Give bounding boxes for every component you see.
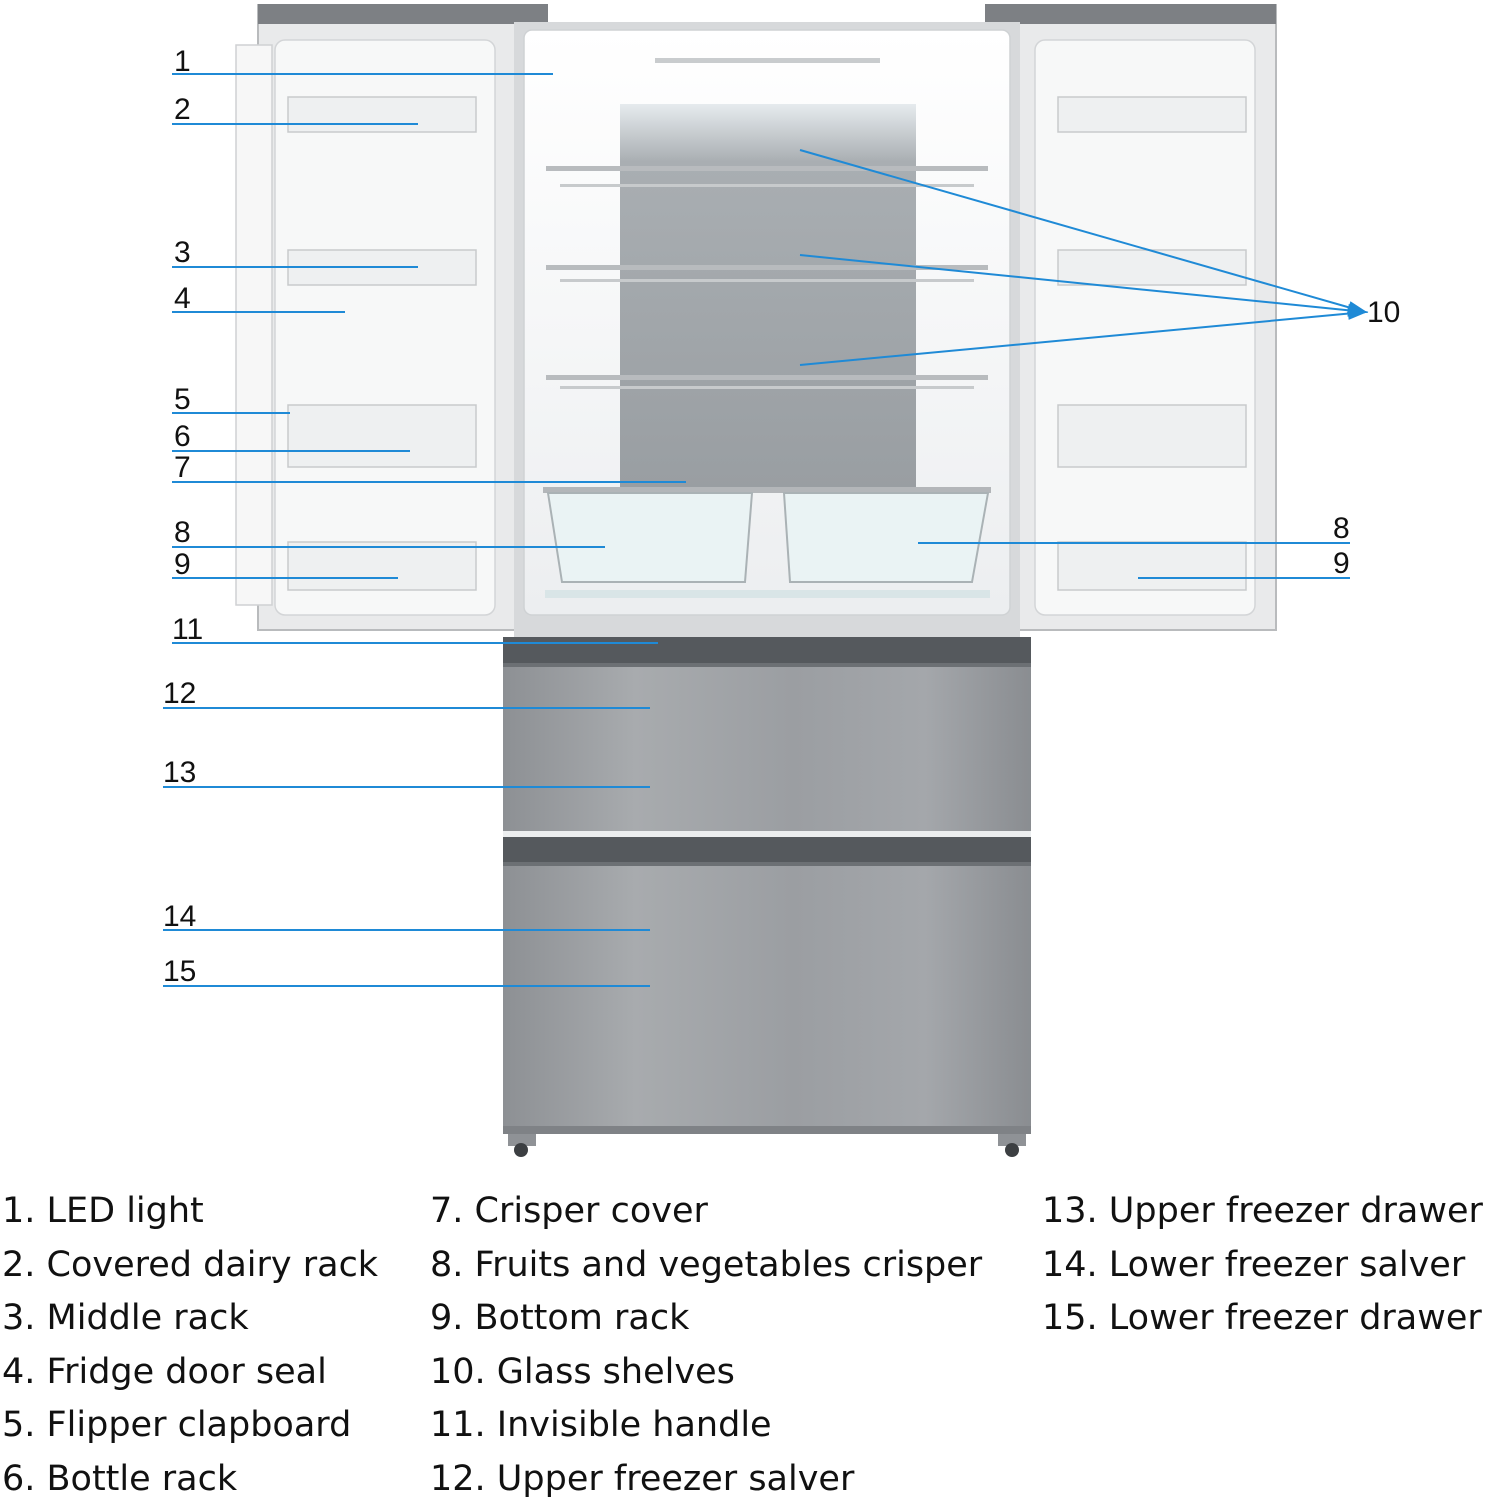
fridge-compartment <box>514 22 1020 637</box>
callout-15: 15 <box>163 955 197 988</box>
callout-12: 12 <box>163 677 197 710</box>
leader-10a <box>799 149 1366 313</box>
crisper-left <box>546 492 754 583</box>
legend-item: 4. Fridge door seal <box>2 1351 327 1392</box>
callout-6: 6 <box>174 420 191 453</box>
legend-column-3: 13. Upper freezer drawer 14. Lower freeze… <box>1042 1185 1483 1346</box>
legend-item: 10. Glass shelves <box>430 1351 735 1392</box>
door-rack-8 <box>1057 541 1247 591</box>
callout-13: 13 <box>163 756 197 789</box>
legend-item: 13. Upper freezer drawer <box>1042 1191 1483 1231</box>
refrigerator-illustration <box>163 4 1369 1157</box>
legend-item: 6. Bottle rack <box>2 1458 238 1499</box>
left-door <box>235 4 548 631</box>
crisper-right <box>782 492 990 583</box>
legend-item: 9. Bottom rack <box>430 1298 690 1339</box>
glass-shelf-2 <box>546 265 988 270</box>
caster-left <box>508 1134 536 1146</box>
lower-freezer-drawer <box>503 837 1031 1132</box>
legend-item: 5. Flipper clapboard <box>2 1405 352 1446</box>
legend-item: 14. Lower freezer salver <box>1042 1244 1466 1285</box>
callout-14: 14 <box>163 900 197 933</box>
freezer-section <box>503 637 1031 1157</box>
door-rack-5 <box>1057 96 1247 133</box>
callout-8-right: 8 <box>1333 512 1350 545</box>
legend-item: 12. Upper freezer salver <box>430 1458 855 1499</box>
callout-10: 10 <box>1367 296 1401 329</box>
glass-shelf-3 <box>546 375 988 380</box>
led-light <box>655 58 880 63</box>
parts-legend: 1. LED light 2. Covered dairy rack 3. Midd… <box>0 1185 1490 1500</box>
legend-item: 8. Fruits and vegetables crisper <box>430 1244 983 1285</box>
callout-1: 1 <box>174 45 191 78</box>
crisper-cover <box>543 487 991 493</box>
door-rack-3 <box>287 404 477 468</box>
callout-5: 5 <box>174 383 191 416</box>
legend-column-2: 7. Crisper cover 8. Fruits and vegetables… <box>430 1185 982 1507</box>
callout-11: 11 <box>172 613 204 646</box>
legend-column-1: 1. LED light 2. Covered dairy rack 3. Midd… <box>2 1185 378 1507</box>
legend-item: 2. Covered dairy rack <box>2 1244 379 1285</box>
door-rack-7 <box>1057 404 1247 468</box>
legend-item: 11. Invisible handle <box>430 1405 772 1446</box>
upper-freezer-drawer <box>503 637 1031 831</box>
callout-9-right: 9 <box>1333 547 1350 580</box>
callout-9-left: 9 <box>174 548 191 581</box>
legend-item: 3. Middle rack <box>2 1298 249 1339</box>
leader-10c <box>799 311 1366 366</box>
caster-right <box>998 1134 1026 1146</box>
callout-2: 2 <box>174 93 191 126</box>
door-rack-4 <box>287 541 477 591</box>
callout-3: 3 <box>174 236 191 269</box>
legend-item: 1. LED light <box>2 1191 204 1231</box>
leader-10b <box>799 254 1366 313</box>
callout-8-left: 8 <box>174 516 191 549</box>
door-rack-1 <box>287 96 477 133</box>
right-door <box>985 4 1277 631</box>
refrigerator-diagram: 1 2 3 4 5 6 7 8 9 10 11 12 13 14 15 8 9 <box>163 4 1401 1157</box>
door-rack-6 <box>1057 249 1247 286</box>
callout-7: 7 <box>174 451 191 484</box>
back-wall <box>620 104 916 490</box>
legend-item: 7. Crisper cover <box>430 1191 708 1231</box>
leader-10-arrowhead <box>1347 307 1369 320</box>
leader-lines <box>163 73 1369 987</box>
legend-item: 15. Lower freezer drawer <box>1042 1298 1482 1339</box>
callout-4: 4 <box>174 282 191 315</box>
glass-shelf-1 <box>546 166 988 171</box>
